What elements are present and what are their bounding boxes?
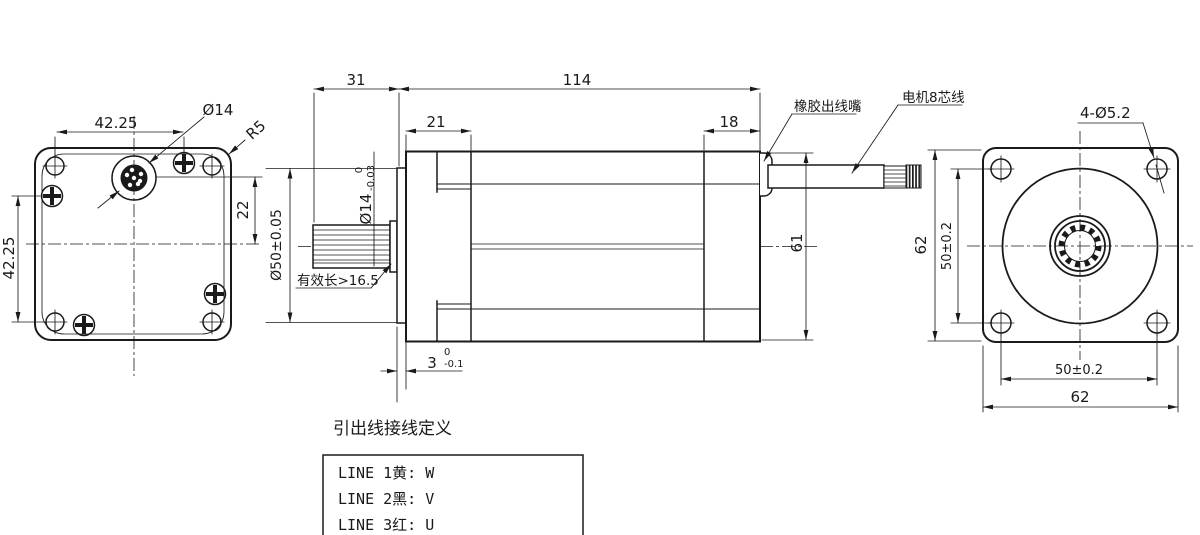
dim-front-height xyxy=(927,149,982,342)
cable-wire-end xyxy=(905,164,922,189)
dim-front-section xyxy=(405,128,472,151)
dim-rear-top-width-label: 42.25 xyxy=(95,114,138,132)
dim-pilot-dia-label: Ø50±0.05 xyxy=(269,209,285,281)
dim-corner-radius-label: R5 xyxy=(243,117,270,144)
dim-rear-top-width xyxy=(54,129,185,158)
front-view: 62 50±0.2 4-Ø5.2 50±0.2 62 xyxy=(912,104,1193,413)
leader-mounting-holes: 4-Ø5.2 xyxy=(1077,104,1165,194)
dim-front-width-label: 62 xyxy=(1070,388,1089,406)
dim-front-hole-span-v-label: 50±0.2 xyxy=(940,222,955,270)
wiring-table-box xyxy=(322,454,584,535)
dim-front-section-label: 21 xyxy=(426,113,445,131)
dim-front-hole-span-v xyxy=(950,168,994,324)
rear-flange-inner-contour xyxy=(41,153,225,335)
dim-body-length-label: 114 xyxy=(563,71,592,89)
wiring-table-row-1: LINE 1黄: W xyxy=(338,464,435,482)
dim-mounting-holes-label: 4-Ø5.2 xyxy=(1080,104,1131,122)
dim-connector-offset-label: 22 xyxy=(234,200,252,219)
leader-connector-dia xyxy=(97,116,205,209)
dim-flange-thickness-upper: 0 xyxy=(444,347,450,358)
dim-flange-thickness: 3 0 -0.1 xyxy=(380,326,464,403)
dim-shaft-section-label: 31 xyxy=(346,71,365,89)
connector-pins xyxy=(124,167,144,188)
front-pilot-and-shaft xyxy=(1001,167,1159,325)
motor-body xyxy=(405,150,761,343)
rear-assembly-screws xyxy=(40,151,227,337)
motor-cable xyxy=(767,164,922,189)
wiring-table-row-3: LINE 3红: U xyxy=(338,516,434,534)
wiring-table-title: 引出线接线定义 xyxy=(333,419,452,439)
dim-front-height-label: 62 xyxy=(912,235,930,254)
dim-shaft-dia-base: Ø14 xyxy=(357,194,375,225)
dim-shaft-dia-lower: -0.03 xyxy=(366,165,377,191)
dim-front-hole-span-h xyxy=(1000,333,1158,386)
dim-body-height-label: 61 xyxy=(788,233,806,252)
dim-shaft-dia: Ø14 0 -0.03 xyxy=(354,151,377,267)
cable-wires xyxy=(883,165,907,189)
front-flange-plate xyxy=(982,147,1179,343)
dim-rear-side-height xyxy=(11,195,45,323)
dim-flange-thickness-lower: -0.1 xyxy=(444,359,464,370)
wiring-table: 引出线接线定义 LINE 1黄: W LINE 2黑: V LINE 3红: U xyxy=(322,419,584,535)
wiring-table-row-2: LINE 2黑: V xyxy=(338,490,434,508)
rear-connector xyxy=(111,155,157,201)
dim-connector-offset xyxy=(155,176,263,245)
dim-body-length xyxy=(398,86,761,151)
output-shaft xyxy=(312,220,398,273)
label-motor-cable: 电机8芯线 xyxy=(851,90,965,174)
label-rubber-outlet-text: 橡胶出线嘴 xyxy=(794,98,862,115)
dim-connector-dia-label: Ø14 xyxy=(203,101,234,119)
rear-flange-plate xyxy=(34,147,232,341)
dim-rear-section xyxy=(703,128,761,151)
dim-rear-section-label: 18 xyxy=(719,113,738,131)
label-rubber-outlet: 橡胶出线嘴 xyxy=(763,98,862,162)
rear-view: 42.25 Ø14 R5 22 42.25 xyxy=(0,101,269,376)
dim-shaft-section xyxy=(313,86,400,223)
label-motor-cable-text: 电机8芯线 xyxy=(902,90,965,106)
dim-rear-side-height-label: 42.25 xyxy=(0,237,18,280)
dim-shaft-dia-upper: 0 xyxy=(354,167,365,173)
pilot-boss xyxy=(396,167,407,324)
dim-front-width xyxy=(982,345,1179,413)
spline-teeth xyxy=(1058,224,1102,268)
note-effective-length-label: 有效长>16.5 xyxy=(297,273,379,289)
leader-corner-radius xyxy=(228,139,246,155)
dim-flange-thickness-base: 3 xyxy=(427,354,437,372)
dim-front-hole-span-h-label: 50±0.2 xyxy=(1055,363,1103,378)
side-view: 31 114 21 18 61 xyxy=(265,71,965,403)
note-effective-length: 有效长>16.5 xyxy=(295,263,392,289)
